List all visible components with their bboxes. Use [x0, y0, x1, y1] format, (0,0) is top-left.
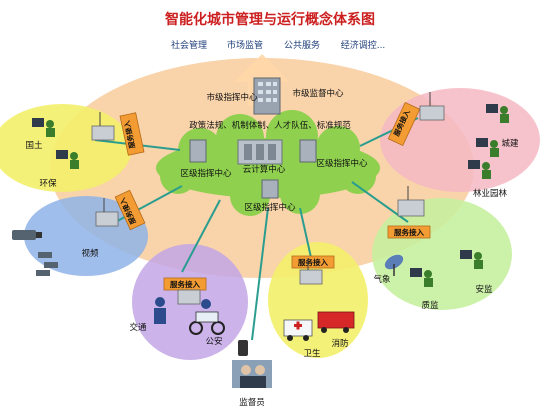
subtitle-market-supervision: 市场监管: [227, 39, 263, 51]
node-label-chengjian: 城建: [501, 138, 519, 149]
worker-computer-icon: [410, 268, 433, 287]
antenna-building-icon: [177, 289, 201, 305]
label-cloud-center: 云计算中心: [243, 164, 286, 175]
label-city-supervision-center: 市级监督中心: [292, 88, 344, 99]
satellite-dish-icon: [384, 254, 404, 276]
antenna-building-icon: [95, 198, 119, 227]
node-label-jianduyuan: 监督员: [239, 397, 265, 408]
label-district-command-bottom: 区级指挥中心: [244, 202, 296, 213]
label-district-command-left: 区级指挥中心: [180, 168, 232, 179]
node-label-qixiang: 气象: [373, 274, 391, 285]
subtitle-economic-control: 经济调控...: [341, 39, 386, 51]
cloud-datacenter-icon: [237, 139, 283, 165]
node-label-weisheng: 卫生: [303, 348, 321, 359]
service-tag-green-zone: 服务接入: [387, 225, 431, 239]
police-motorcycle-icon: [189, 299, 225, 335]
antenna-building-icon: [397, 186, 425, 217]
camera-cluster-icon: [36, 252, 58, 276]
subtitle-public-service: 公共服务: [284, 39, 320, 51]
label-policy-row: 政策法规、机制体制、人才队伍、标准规范: [189, 120, 351, 131]
supervisor-photo-icon: [232, 360, 272, 388]
service-tag-yellow-label: 服务接入: [298, 257, 328, 267]
worker-computer-icon: [56, 150, 79, 169]
service-tag-purple-zone: 服务接入: [163, 277, 207, 291]
worker-computer-icon: [460, 250, 483, 269]
node-label-zhijian: 质监: [421, 300, 439, 311]
label-district-command-right: 区级指挥中心: [316, 158, 368, 169]
node-label-gongan: 公安: [205, 336, 222, 347]
worker-computer-icon: [476, 138, 499, 157]
ambulance-icon: [283, 319, 313, 341]
service-tag-green-label: 服务接入: [394, 227, 424, 237]
antenna-building-icon: [91, 112, 115, 141]
district-building-right-icon: [299, 139, 317, 163]
district-building-bottom-icon: [261, 179, 279, 199]
traffic-police-icon: [154, 297, 166, 324]
handheld-device-icon: [238, 340, 248, 356]
worker-computer-icon: [486, 104, 509, 123]
service-tag-yellow-zone: 服务接入: [291, 255, 335, 269]
fire-truck-icon: [317, 311, 355, 333]
district-building-left-icon: [189, 139, 207, 163]
subtitle-social-management: 社会管理: [171, 39, 207, 51]
service-tag-left-top: 服务接入: [119, 112, 145, 156]
diagram-title: 智能化城市管理与运行概念体系图: [164, 11, 375, 28]
node-label-anjian: 安监: [475, 284, 493, 295]
node-label-shipin: 视频: [81, 248, 99, 259]
antenna-building-icon: [299, 258, 323, 285]
antenna-building-icon: [419, 92, 445, 121]
node-label-linye: 林业园林: [473, 188, 508, 199]
worker-computer-icon: [32, 118, 55, 137]
service-tag-purple-label: 服务接入: [170, 279, 200, 289]
video-camera-icon: [12, 230, 42, 240]
city-hq-building-icon: [253, 77, 281, 115]
label-city-command-center: 市级指挥中心: [206, 92, 258, 103]
node-label-huanbao: 环保: [39, 178, 57, 189]
node-label-xiaofang: 消防: [331, 338, 349, 349]
node-label-jiaotong: 交通: [129, 322, 147, 333]
node-label-guotu: 国土: [25, 140, 43, 151]
worker-computer-icon: [468, 160, 491, 179]
